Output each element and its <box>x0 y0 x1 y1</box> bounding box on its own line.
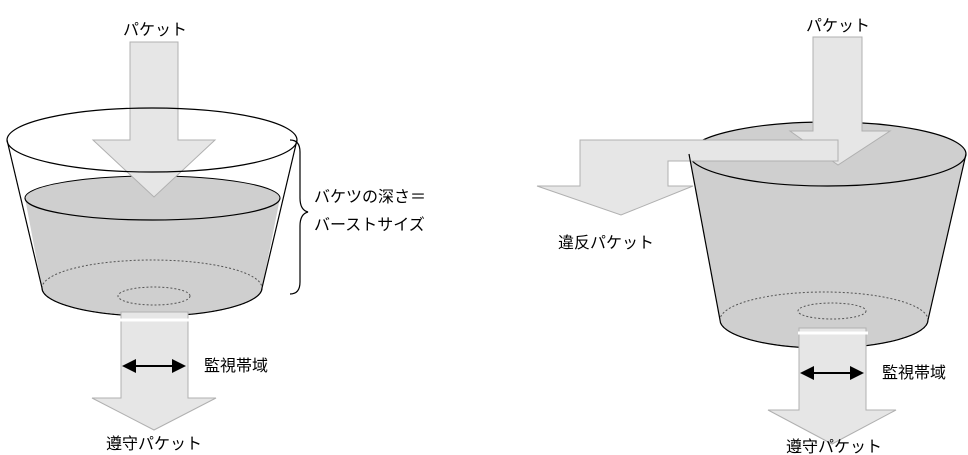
right-figure: パケット 違反パケット 監視帯域 遵守パケット <box>536 16 967 455</box>
left-incoming-arrow <box>91 41 217 198</box>
right-incoming-label: パケット <box>806 16 870 35</box>
left-figure: パケット バケツの深さ＝ バーストサイズ 監視帯域 遵守パケット <box>6 20 426 453</box>
right-outlet-dotted <box>797 302 867 320</box>
left-water-surface <box>25 176 280 220</box>
left-compliant-label: 遵守パケット <box>106 434 202 453</box>
left-incoming-label: パケット <box>123 20 187 39</box>
right-incoming-arrow <box>788 36 892 166</box>
right-violation-label: 違反パケット <box>558 233 654 252</box>
left-water-front-edge <box>24 197 281 221</box>
left-bucket-left-wall <box>6 139 43 289</box>
left-bucket-right-wall <box>261 139 298 289</box>
left-outgoing-arrow <box>91 311 217 431</box>
right-bucket-right-wall <box>927 153 967 321</box>
left-depth-label-line1: バケツの深さ＝ <box>314 187 426 206</box>
left-outlet-dotted <box>117 286 191 306</box>
right-bucket-water <box>689 154 966 348</box>
left-depth-label-line2: バーストサイズ <box>314 215 425 234</box>
right-monitor-double-arrow <box>800 366 864 380</box>
left-monitor-band-label: 監視帯域 <box>204 356 268 375</box>
left-monitor-double-arrow <box>122 359 186 373</box>
right-outgoing-arrow <box>767 327 897 445</box>
left-depth-brace <box>289 139 309 295</box>
right-bucket-left-wall <box>688 153 721 321</box>
left-bucket-water <box>25 198 280 316</box>
right-overflow-arrow <box>536 139 839 216</box>
right-monitor-band-label: 監視帯域 <box>882 363 946 382</box>
right-compliant-label: 遵守パケット <box>786 437 882 455</box>
